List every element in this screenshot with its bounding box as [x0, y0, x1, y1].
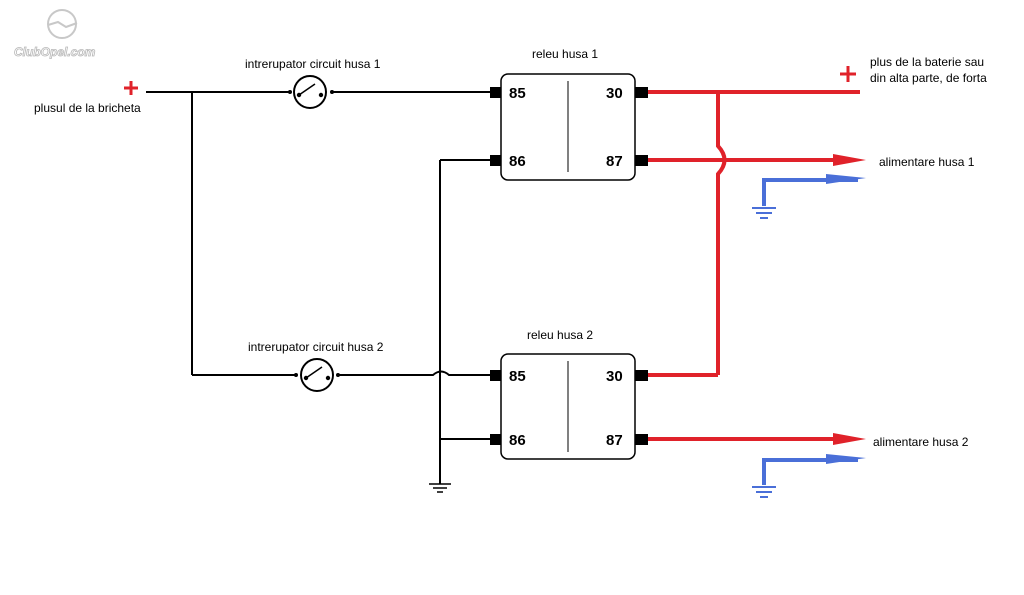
- relay-2-pin-87: 87: [606, 432, 623, 449]
- source-left-label: plusul de la bricheta: [34, 101, 141, 115]
- source-right-label-1: plus de la baterie sau: [870, 55, 984, 69]
- relay-1-pin-86: 86: [509, 153, 526, 170]
- relay-1: 85 86 30 87: [490, 73, 648, 181]
- relay-1-pin-30: 30: [606, 85, 623, 102]
- switch-2[interactable]: [294, 358, 340, 392]
- relay-2-pin-85: 85: [509, 368, 526, 385]
- ground-symbol-relays: [429, 483, 451, 493]
- source-right-label-2: din alta parte, de forta: [870, 71, 987, 85]
- ground-return-1: [752, 174, 866, 219]
- switch-1-label: intrerupator circuit husa 1: [245, 57, 381, 71]
- plus-symbol-left: [124, 81, 138, 95]
- ground-return-2: [752, 454, 866, 498]
- output-2-label: alimentare husa 2: [873, 435, 969, 449]
- watermark: ClubOpel.com: [14, 9, 96, 59]
- watermark-text: ClubOpel.com: [14, 45, 96, 59]
- output-1-label: alimentare husa 1: [879, 155, 975, 169]
- relay-2-pin-30: 30: [606, 368, 623, 385]
- relay-2-label: releu husa 2: [527, 328, 593, 342]
- relay-2: 85 86 30 87: [490, 353, 648, 460]
- output-arrow-2: [833, 433, 866, 445]
- relay-2-pin-86: 86: [509, 432, 526, 449]
- relay-1-label: releu husa 1: [532, 47, 598, 61]
- power-wiring: [648, 90, 860, 441]
- relay-1-pin-85: 85: [509, 85, 526, 102]
- relay-1-pin-87: 87: [606, 153, 623, 170]
- opel-logo-icon: [47, 9, 78, 39]
- output-arrow-1: [833, 154, 866, 166]
- switch-1[interactable]: [288, 75, 334, 109]
- plus-symbol-right: [840, 66, 856, 82]
- control-wiring: [146, 91, 492, 484]
- switch-2-label: intrerupator circuit husa 2: [248, 340, 384, 354]
